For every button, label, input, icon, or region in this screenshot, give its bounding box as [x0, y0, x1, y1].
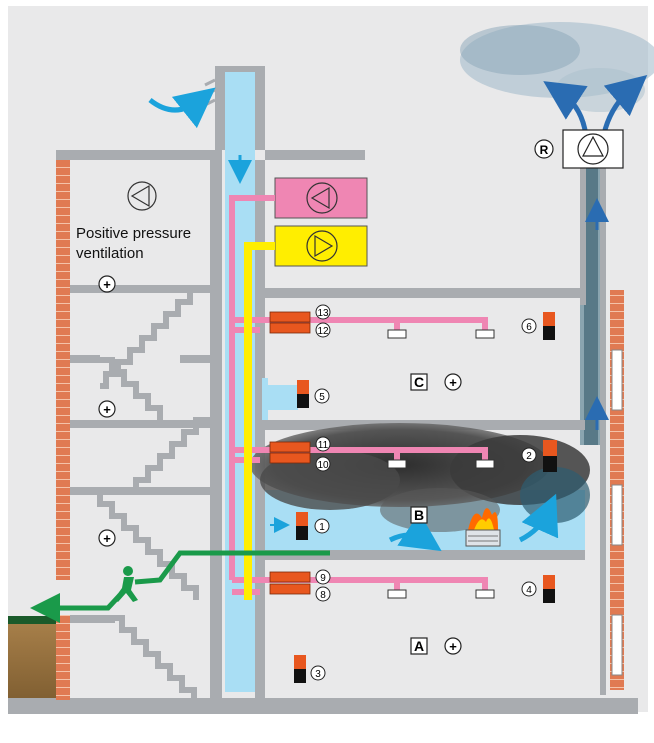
window — [611, 484, 623, 546]
svg-text:10: 10 — [317, 460, 329, 471]
caption-line-2: ventilation — [76, 245, 144, 262]
caption-line-1: Positive pressure — [76, 225, 192, 242]
svg-text:8: 8 — [320, 590, 326, 601]
zone-a-label: A — [414, 638, 424, 654]
svg-text:+: + — [103, 277, 111, 292]
exhaust-fan-label: R — [540, 143, 549, 157]
ground-grass — [8, 616, 56, 624]
zone-c-label: C — [414, 374, 424, 390]
exhaust-arrow-left — [543, 81, 588, 131]
staircase — [70, 287, 210, 700]
left-brick-wall — [56, 160, 70, 580]
svg-text:+: + — [449, 375, 457, 390]
svg-text:1: 1 — [319, 522, 325, 533]
pink-fan-unit — [274, 177, 368, 219]
yellow-fan-icon — [306, 230, 338, 262]
zone-b-air-arrow — [388, 512, 442, 552]
svg-text:6: 6 — [526, 322, 532, 333]
svg-text:12: 12 — [317, 326, 329, 337]
yellow-duct — [244, 242, 275, 600]
yellow-fan-unit — [274, 225, 368, 267]
svg-text:11: 11 — [318, 440, 329, 451]
svg-text:4: 4 — [526, 585, 532, 596]
damper-numbers: 13 12 11 10 9 8 5 1 3 6 2 4 — [310, 304, 537, 681]
exhaust-fan-icon — [577, 133, 609, 165]
stair-fan-icon — [127, 181, 157, 211]
intake-air-arrow — [148, 87, 216, 129]
building-walls — [56, 66, 606, 700]
exhaust-fan-badge — [534, 139, 554, 159]
diffusers — [387, 329, 495, 599]
svg-text:3: 3 — [315, 669, 321, 680]
window — [611, 349, 623, 411]
damper-groups — [269, 311, 311, 595]
pressure-badges: + + + + + — [98, 275, 462, 655]
pink-fan-icon — [306, 182, 338, 214]
svg-text:+: + — [103, 402, 111, 417]
zone-b-label: B — [414, 507, 424, 523]
left-brick-wall-lower — [56, 615, 70, 700]
ground-earth — [8, 620, 56, 712]
svg-text:+: + — [103, 531, 111, 546]
svg-text:5: 5 — [319, 392, 325, 403]
zone-b-air-arrow-right — [518, 493, 559, 543]
svg-text:+: + — [449, 639, 457, 654]
window — [611, 614, 623, 676]
svg-text:13: 13 — [317, 308, 329, 319]
svg-text:2: 2 — [526, 451, 532, 462]
ground-slab — [8, 698, 638, 714]
fire-source — [465, 508, 501, 547]
exhaust-arrow-right — [602, 75, 648, 131]
running-person-icon — [114, 566, 138, 602]
positive-pressure-caption: Positive pressure ventilation — [76, 224, 191, 264]
svg-text:9: 9 — [320, 573, 326, 584]
damper-devices — [294, 312, 557, 683]
